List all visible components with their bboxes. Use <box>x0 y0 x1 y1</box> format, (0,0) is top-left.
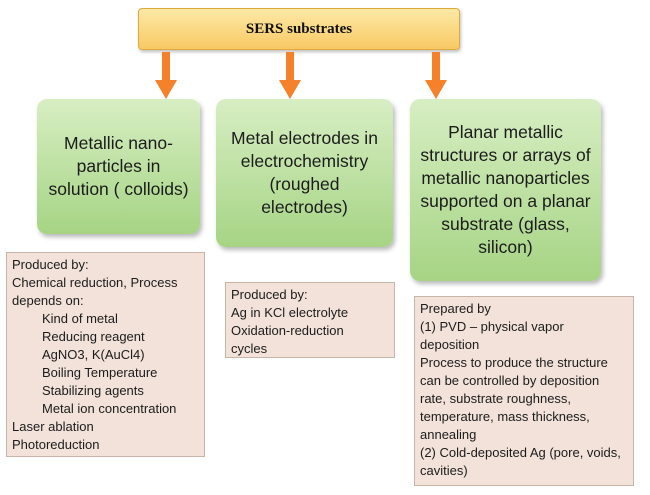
note-line: (2) Cold-deposited Ag (pore, voids, <box>420 445 621 460</box>
note-subitem: Stabilizing agents <box>42 383 144 398</box>
sers-substrates-title: SERS substrates <box>138 8 460 50</box>
note-heading: Produced by: <box>231 287 308 302</box>
note-line: (1) PVD – physical vapor <box>420 319 564 334</box>
note-line: deposition <box>420 337 480 352</box>
category-colloids: Metallic nano-particles in solution ( co… <box>37 99 200 234</box>
note-line: annealing <box>420 427 477 442</box>
category-electrodes: Metal electrodes in electrochemistry (ro… <box>216 99 393 247</box>
note-line: Chemical reduction, Process <box>12 275 178 290</box>
arrow-down-icon <box>279 52 301 99</box>
note-line: rate, substrate roughness, <box>420 391 572 406</box>
note-line: temperature, mass thickness, <box>420 409 590 424</box>
note-electrodes: Produced by: Ag in KCl electrolyte Oxida… <box>225 282 395 358</box>
note-line: depends on: <box>12 293 84 308</box>
arrow-down-icon <box>155 52 177 99</box>
category-planar: Planar metallic structures or arrays of … <box>410 99 601 281</box>
note-line: cycles <box>231 341 268 356</box>
note-subitem: AgNO3, K(AuCl4) <box>42 347 145 362</box>
note-subitem: Reducing reagent <box>42 329 145 344</box>
note-line: Laser ablation <box>12 419 94 434</box>
note-subitem: Boiling Temperature <box>42 365 158 380</box>
note-planar: Prepared by (1) PVD – physical vapor dep… <box>414 296 634 486</box>
note-line: Ag in KCl electrolyte <box>231 305 349 320</box>
note-subitem: Metal ion concentration <box>42 401 177 416</box>
note-line: cavities) <box>420 463 468 478</box>
arrow-down-icon <box>425 52 447 99</box>
note-subitem: Kind of metal <box>42 311 118 326</box>
note-line: Process to produce the structure <box>420 355 608 370</box>
note-line: Prepared by <box>420 301 491 316</box>
note-heading: Produced by: <box>12 257 89 272</box>
note-line: Oxidation-reduction <box>231 323 344 338</box>
note-line: can be controlled by deposition <box>420 373 600 388</box>
note-line: Photoreduction <box>12 437 100 452</box>
note-colloids: Produced by: Chemical reduction, Process… <box>6 252 205 457</box>
